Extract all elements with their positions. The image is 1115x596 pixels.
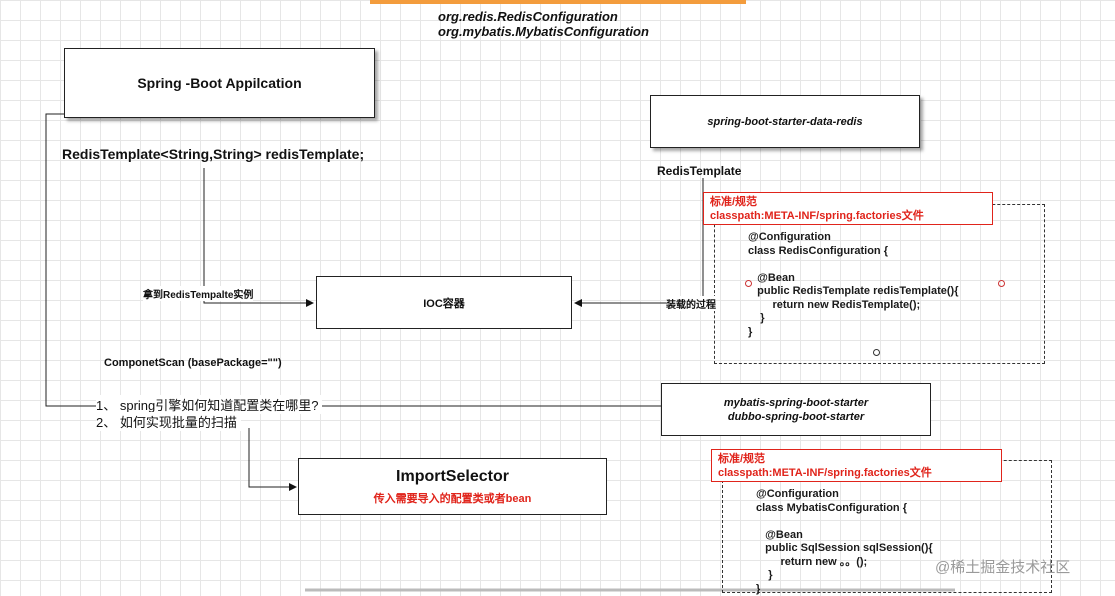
small-circle-2 — [998, 280, 1005, 287]
spec-note-1-title: 标准/规范 — [710, 196, 758, 208]
component-scan-label: ComponetScan (basePackage="") — [104, 357, 282, 369]
redis-template-declaration: RedisTemplate<String,String> redisTempla… — [62, 146, 365, 162]
ioc-container-box: IOC容器 — [316, 276, 572, 329]
import-selector-subtitle: 传入需要导入的配置类或者bean — [373, 492, 532, 505]
import-selector-title: ImportSelector — [396, 467, 509, 485]
question-to-selector-line — [248, 428, 297, 491]
starters-box: mybatis-spring-boot-starter dubbo-spring… — [661, 383, 931, 436]
top-package-1: org.redis.RedisConfiguration — [438, 9, 618, 24]
assemble-to-ioc-line — [574, 178, 704, 307]
import-selector-box: ImportSelector 传入需要导入的配置类或者bean — [298, 458, 607, 515]
spec-note-2-title: 标准/规范 — [718, 453, 766, 465]
spec-note-2-path: classpath:META-INF/spring.factories文件 — [718, 467, 932, 479]
decl-to-ioc-line — [203, 168, 314, 307]
watermark: @稀土掘金技术社区 — [935, 559, 1071, 576]
spec-note-1-path: classpath:META-INF/spring.factories文件 — [710, 210, 924, 222]
spring-boot-app-label: Spring -Boot Appilcation — [137, 75, 302, 91]
small-circle-1 — [745, 280, 752, 287]
spring-boot-app-box: Spring -Boot Appilcation — [64, 48, 375, 118]
spec-note-1: 标准/规范 classpath:META-INF/spring.factorie… — [703, 192, 993, 225]
starter-redis-label: spring-boot-starter-data-redis — [707, 115, 863, 128]
top-package-2: org.mybatis.MybatisConfiguration — [438, 24, 649, 39]
small-circle-3 — [873, 349, 880, 356]
redis-config-code: @Configuration class RedisConfiguration … — [748, 231, 959, 338]
starter-redis-box: spring-boot-starter-data-redis — [650, 95, 920, 148]
starter-mybatis-label: mybatis-spring-boot-starter — [723, 396, 869, 409]
get-instance-label: 拿到RedisTempalte实例 — [143, 286, 254, 301]
ioc-container-label: IOC容器 — [423, 297, 465, 310]
question-2: 2、 如何实现批量的扫描 — [96, 412, 241, 431]
app-to-starters-line — [45, 113, 704, 410]
top-orange-bar — [370, 0, 746, 4]
assemble-label: 装载的过程 — [666, 296, 716, 311]
spec-note-2: 标准/规范 classpath:META-INF/spring.factorie… — [711, 449, 1002, 482]
starter-dubbo-label: dubbo-spring-boot-starter — [727, 410, 865, 423]
mybatis-config-code: @Configuration class MybatisConfiguratio… — [756, 488, 933, 595]
question-1: 1、 spring引擎如何知道配置类在哪里? — [96, 395, 323, 414]
redis-template-label: RedisTemplate — [657, 164, 742, 178]
